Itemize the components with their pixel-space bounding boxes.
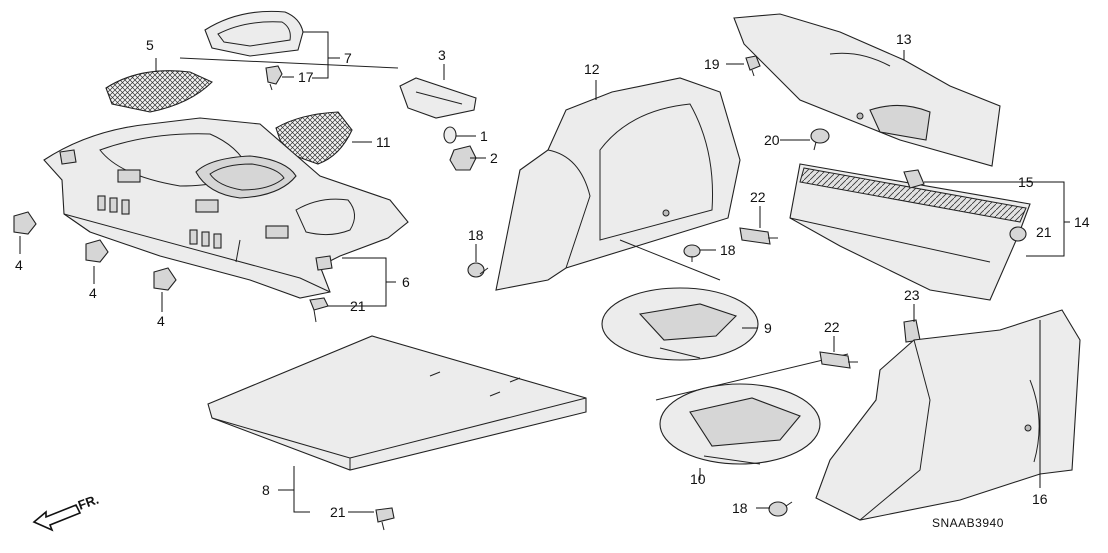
part-7-divider-line [179, 57, 399, 69]
part-11-speaker-grille [275, 111, 353, 165]
part-3-bracket [399, 77, 477, 119]
callout-20: 20 [764, 132, 780, 148]
part-10-spare-tire-tray [659, 383, 821, 465]
callout-2: 2 [490, 150, 498, 166]
callout-1: 1 [480, 128, 488, 144]
callout-13: 13 [896, 31, 912, 47]
callout-14: 14 [1074, 214, 1090, 230]
callout-21c: 21 [1036, 224, 1052, 240]
part-18-clip-b [683, 244, 701, 262]
callout-18c: 18 [732, 500, 748, 516]
part-9-spare-tire-cover [601, 287, 759, 361]
callout-22b: 22 [824, 319, 840, 335]
callout-4a: 4 [15, 257, 23, 273]
part-22-fastener-a [739, 227, 778, 245]
callout-21b: 21 [330, 504, 346, 520]
callout-22a: 22 [750, 189, 766, 205]
part-13-rear-lining [733, 13, 1001, 167]
part-8-floor-board [207, 335, 587, 471]
part-21-clip-garnish [1009, 226, 1027, 242]
part-12-left-side-lining [495, 77, 741, 291]
callout-11: 11 [376, 134, 391, 150]
callout-5: 5 [146, 37, 154, 53]
callout-3: 3 [438, 47, 446, 63]
part-22-fastener-b [819, 351, 858, 369]
callout-16: 16 [1032, 491, 1048, 507]
leader-lines [19, 31, 1070, 513]
front-direction-arrow-icon [32, 503, 82, 532]
callout-18b: 18 [720, 242, 736, 258]
diagram-code: SNAAB3940 [932, 516, 1004, 530]
part-2-socket [449, 145, 477, 171]
callout-19: 19 [704, 56, 720, 72]
part-20-clip [810, 128, 830, 151]
callout-4b: 4 [89, 285, 97, 301]
part-17-clip [265, 65, 283, 91]
callout-10: 10 [690, 471, 706, 487]
part-21-clip-shelf [309, 297, 329, 323]
callout-8: 8 [262, 482, 270, 498]
part-21-clip-floor [375, 507, 395, 531]
callout-4c: 4 [157, 313, 165, 329]
part-19-clip [745, 55, 761, 77]
callout-12: 12 [584, 61, 600, 77]
part-1-bulb [443, 126, 457, 144]
front-direction-label: FR. [76, 492, 101, 513]
part-7-grille-cover [204, 10, 304, 57]
callout-21a: 21 [350, 298, 366, 314]
part-4-clip-b [85, 239, 109, 263]
callout-9: 9 [764, 320, 772, 336]
callout-15: 15 [1018, 174, 1034, 190]
callout-23: 23 [904, 287, 920, 303]
callout-18a: 18 [468, 227, 484, 243]
part-4-clip-a [13, 211, 37, 235]
callout-7: 7 [344, 50, 352, 66]
callout-17: 17 [298, 69, 314, 85]
part-18-clip-c [768, 501, 793, 517]
part-9-divider-line [655, 353, 849, 401]
part-14-sill-garnish [789, 163, 1031, 301]
part-6-rear-shelf [43, 117, 409, 299]
part-15-clip [903, 169, 925, 189]
callout-6: 6 [402, 274, 410, 290]
part-4-clip-c [153, 267, 177, 291]
part-18-clip-a [467, 262, 489, 278]
part-5-speaker-grille [105, 70, 213, 113]
part-23-clip [903, 319, 921, 343]
